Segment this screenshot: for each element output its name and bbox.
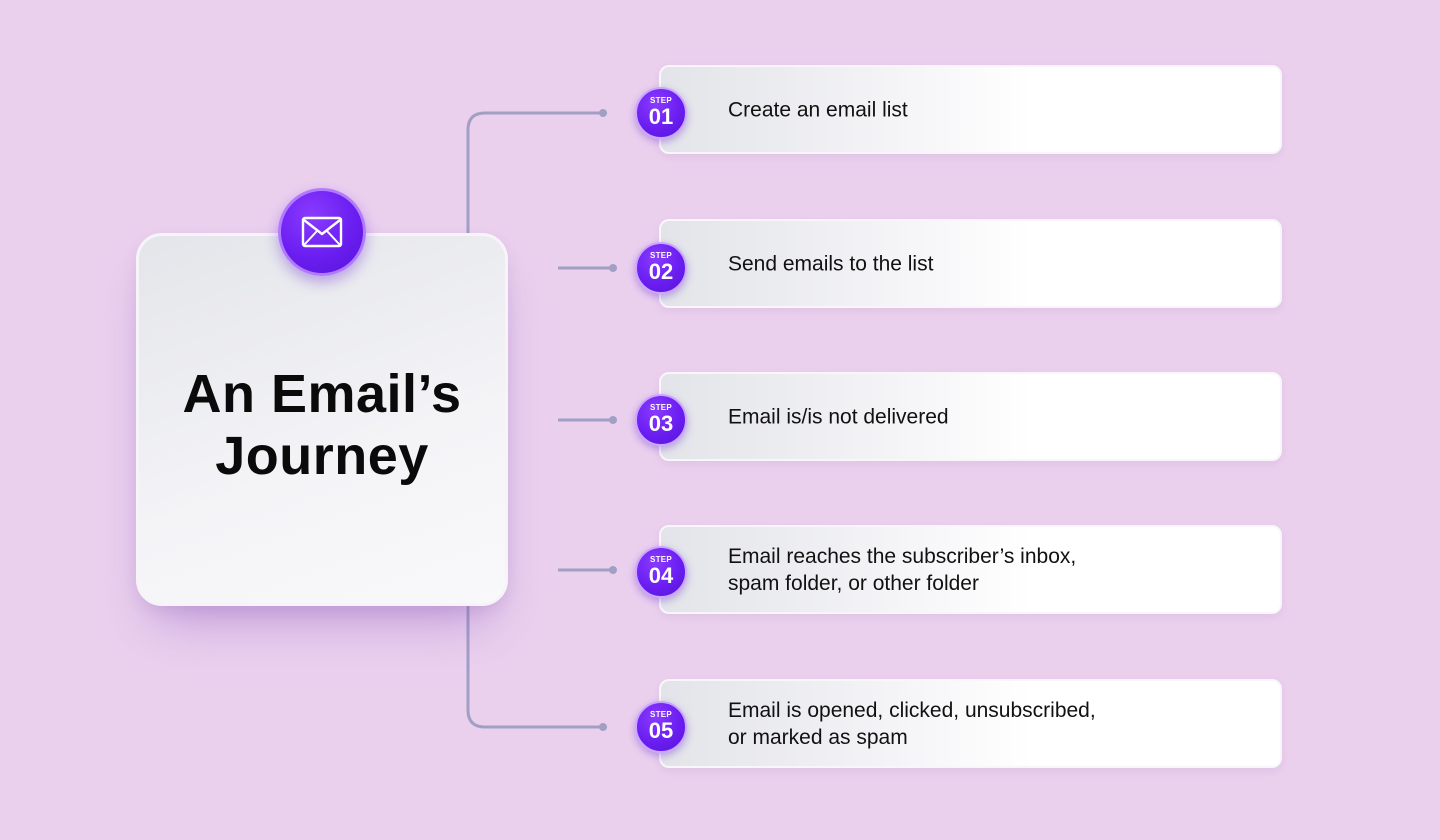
diagram-title: An Email’s Journey [182,363,462,486]
step-badge-01: STEP 01 [635,87,687,139]
step-label-02: STEP [649,251,673,260]
step-badge-02: STEP 02 [635,242,687,294]
step-number-01: 01 [648,104,674,129]
step-card-05: Email is opened, clicked, unsubscribed, … [659,679,1282,768]
step-text-01: Create an email list [728,98,908,121]
connector-dot-04 [609,566,617,574]
step-card-04: Email reaches the subscriber’s inbox, sp… [659,525,1282,614]
step-number-03: 03 [648,411,674,436]
connector-step-01 [466,111,603,233]
step-text-02: Send emails to the list [728,252,934,275]
step-label-05: STEP [649,710,673,719]
connector-dot-03 [609,416,617,424]
step-badge-05: STEP 05 [635,701,687,753]
step-badge-04: STEP 04 [635,546,687,598]
envelope-icon [301,216,343,248]
step-card-02: Send emails to the list [659,219,1282,308]
connector-dot-02 [609,264,617,272]
step-badge-03: STEP 03 [635,394,687,446]
step-number-05: 05 [648,718,674,743]
step-number-02: 02 [648,259,674,284]
connector-dot-01 [599,109,607,117]
step-text-04: Email reaches the subscriber’s inbox, sp… [728,544,1077,595]
step-card-03: Email is/is not delivered [659,372,1282,461]
title-card: An Email’s Journey [136,233,508,606]
connector-step-05 [466,606,603,729]
connector-dot-05 [599,723,607,731]
step-label-03: STEP [649,403,673,412]
step-label-01: STEP [649,96,673,105]
mail-badge [278,188,366,276]
step-label-04: STEP [649,555,673,564]
step-card-01: Create an email list [659,65,1282,154]
step-number-04: 04 [648,563,674,588]
step-text-05: Email is opened, clicked, unsubscribed, … [728,698,1096,749]
step-text-03: Email is/is not delivered [728,405,949,428]
